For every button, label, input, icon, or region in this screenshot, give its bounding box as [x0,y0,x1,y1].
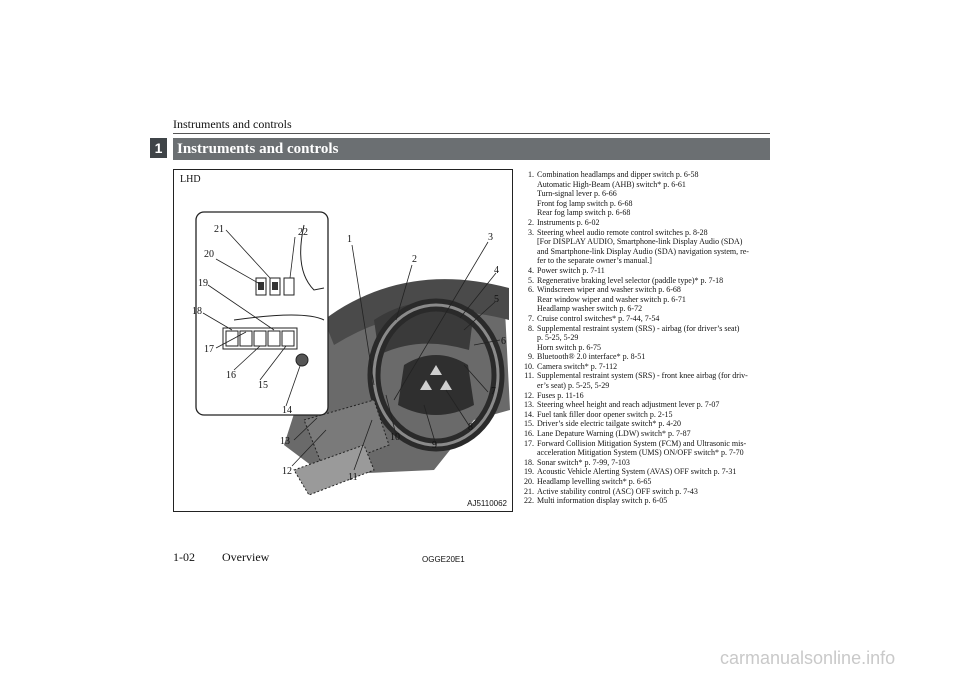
list-item: 3.Steering wheel audio remote control sw… [528,227,749,266]
callout-11: 11 [348,472,358,483]
callout-14: 14 [282,405,292,416]
header-rule [173,133,770,134]
page-number: 1-02 [173,550,195,564]
list-item: 16.Lane Depature Warning (LDW) switch* p… [524,429,691,439]
figure-code: AJ5110062 [467,499,507,508]
running-head: Instruments and controls [173,117,292,131]
dashboard-figure: LHD 1 2 3 4 5 6 7 8 9 10 11 12 13 14 15 … [173,169,513,512]
callout-6: 6 [501,336,506,347]
callout-17: 17 [204,344,214,355]
dashboard-illustration [195,211,510,496]
list-item: 18.Sonar switch* p. 7-99, 7-103 [524,457,630,467]
callout-2: 2 [412,254,417,265]
figure-label: LHD [180,174,201,185]
section-title: Instruments and controls [173,138,770,160]
callout-3: 3 [488,232,493,243]
callout-20: 20 [204,249,214,260]
callout-15: 15 [258,380,268,391]
list-item: 13.Steering wheel height and reach adjus… [524,400,720,410]
callout-5: 5 [494,294,499,305]
list-item: 10.Camera switch* p. 7-112 [524,361,618,371]
list-item: 14.Fuel tank filler door opener switch p… [524,409,673,419]
callout-10: 10 [390,432,400,443]
callout-16: 16 [226,370,236,381]
callout-7: 7 [491,386,496,397]
chapter-number-tab: 1 [150,138,167,158]
callout-4: 4 [494,265,499,276]
callout-18: 18 [192,306,202,317]
list-item: 4.Power switch p. 7-11 [528,265,605,275]
list-item: 6.Windscreen wiper and washer switch p. … [528,285,686,314]
callout-22: 22 [298,227,308,238]
list-item: 11.Supplemental restraint system (SRS) -… [524,371,748,391]
callout-1: 1 [347,234,352,245]
footer-section: Overview [222,550,270,564]
list-item: 22.Multi information display switch p. 6… [524,496,668,506]
callout-21: 21 [214,224,224,235]
list-item: 7.Cruise control switches* p. 7-44, 7-54 [528,313,660,323]
watermark: carmanualsonline.info [720,648,896,668]
callout-19: 19 [198,278,208,289]
callout-8: 8 [468,422,473,433]
list-item: 20.Headlamp levelling switch* p. 6-65 [524,477,652,486]
list-item: 17.Forward Collision Mitigation System (… [524,438,747,458]
list-item: 12.Fuses p. 11-16 [524,390,584,400]
callout-9: 9 [432,440,437,451]
callout-13: 13 [280,436,290,447]
list-item: 19.Acoustic Vehicle Alerting System (AVA… [524,467,737,477]
legend-list: 1.Combination headlamps and dipper switc… [519,170,781,506]
list-item: 1.Combination headlamps and dipper switc… [528,170,699,218]
list-item: 15.Driver’s side electric tailgate switc… [524,419,682,429]
list-item: 5.Regenerative braking level selector (p… [528,275,724,285]
list-item: 21.Active stability control (ASC) OFF sw… [524,486,698,496]
list-item: 8.Supplemental restraint system (SRS) - … [528,323,740,352]
list-item: 9.Bluetooth® 2.0 interface* p. 8-51 [528,352,646,362]
list-item: 2.Instruments p. 6-02 [528,217,600,227]
callout-12: 12 [282,466,292,477]
document-code: OGGE20E1 [422,555,465,564]
